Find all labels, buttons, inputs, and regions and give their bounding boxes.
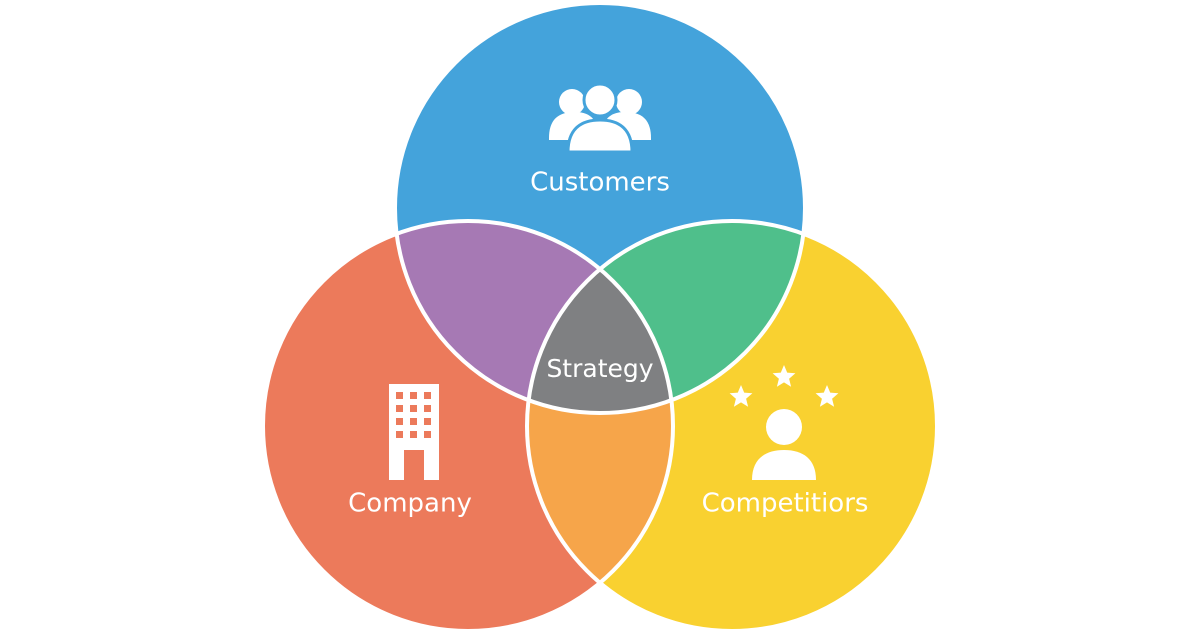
overlap-all-three (527, 221, 673, 413)
competitors-label: Competitiors (702, 489, 869, 519)
office-building-icon (389, 384, 439, 480)
circle-outlines (261, 1, 939, 630)
star-icon (815, 385, 839, 407)
company-label: Company (348, 489, 472, 519)
person-with-stars-icon (729, 365, 839, 480)
customers-label: Customers (530, 168, 670, 198)
star-icon (729, 385, 753, 407)
people-group-icon (549, 82, 651, 154)
star-icon (772, 365, 796, 387)
strategy-label: Strategy (546, 354, 653, 383)
